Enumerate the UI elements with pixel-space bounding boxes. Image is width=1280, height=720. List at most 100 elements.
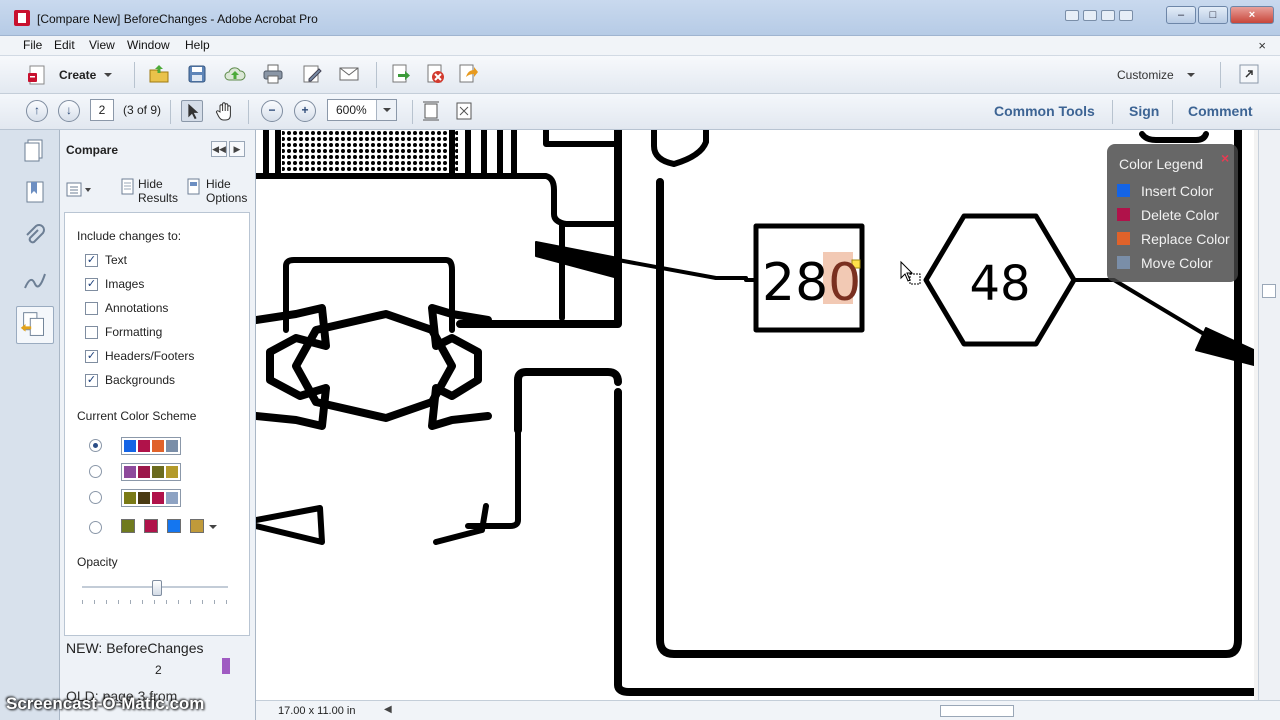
page-count-label: (3 of 9): [123, 103, 162, 117]
mini-icon-3[interactable]: [1101, 10, 1115, 21]
formatting-checkbox[interactable]: [85, 326, 98, 339]
next-page-icon[interactable]: ↓: [58, 100, 80, 122]
hand-tool-icon[interactable]: [214, 100, 236, 122]
upload-cloud-icon[interactable]: [224, 63, 246, 85]
compare-panel-icon[interactable]: [16, 306, 54, 344]
scheme-custom-radio[interactable]: [89, 521, 102, 534]
mini-icon-1[interactable]: [1065, 10, 1079, 21]
color-legend: Color Legend × Insert Color Delete Color…: [1107, 144, 1238, 282]
new-document-label: NEW: BeforeChanges: [66, 640, 204, 656]
common-tools-link[interactable]: Common Tools: [994, 103, 1095, 119]
panel-header: Compare ◀◀ ▶: [60, 130, 256, 166]
signatures-icon[interactable]: [20, 266, 50, 296]
delete-color-swatch: [1117, 208, 1130, 221]
print-icon[interactable]: [262, 63, 284, 85]
zoom-level-field[interactable]: 600%: [327, 99, 397, 121]
menu-help[interactable]: Help: [185, 38, 210, 52]
opacity-slider-thumb[interactable]: [152, 580, 162, 596]
edit-icon[interactable]: [301, 63, 323, 85]
vertical-scrollbar[interactable]: [1258, 130, 1280, 700]
toolbar-separator: [412, 100, 413, 124]
full-screen-icon[interactable]: [453, 100, 475, 122]
images-checkbox[interactable]: ✓: [85, 278, 98, 291]
zoom-in-icon[interactable]: +: [294, 100, 316, 122]
menu-close-icon[interactable]: ×: [1258, 38, 1266, 53]
swatch: [166, 466, 178, 478]
scheme-3-swatches[interactable]: [121, 489, 181, 507]
minimize-button[interactable]: –: [1166, 6, 1196, 24]
custom-delete-swatch[interactable]: [144, 519, 158, 533]
panel-title: Compare: [66, 143, 119, 157]
annotations-checkbox[interactable]: [85, 302, 98, 315]
expand-icon[interactable]: [1238, 63, 1260, 85]
share-icon[interactable]: [456, 63, 478, 85]
old-document-label: OLD: page 3 from: [66, 688, 178, 704]
scheme-3-radio[interactable]: [89, 491, 102, 504]
title-mini-icons: [1065, 10, 1133, 21]
acrobat-app-icon[interactable]: [14, 10, 30, 26]
customize-dropdown-icon[interactable]: [1187, 73, 1195, 77]
email-icon[interactable]: [338, 63, 360, 85]
new-page-number[interactable]: 2: [155, 663, 162, 677]
headers-footers-checkbox[interactable]: ✓: [85, 350, 98, 363]
custom-color-swatches[interactable]: [121, 519, 204, 533]
create-button[interactable]: Create: [59, 68, 97, 82]
delete-pages-icon[interactable]: [424, 63, 446, 85]
page-number-input[interactable]: 2: [90, 99, 114, 121]
vertical-scroll-thumb[interactable]: [1262, 284, 1276, 298]
panel-options-icon[interactable]: ▶: [229, 141, 245, 157]
mini-icon-4[interactable]: [1119, 10, 1133, 21]
delete-color-label: Delete Color: [1141, 207, 1219, 223]
open-folder-icon[interactable]: [148, 63, 170, 85]
fit-page-icon[interactable]: [420, 100, 442, 122]
customize-button[interactable]: Customize: [1117, 68, 1174, 82]
create-pdf-icon[interactable]: [27, 64, 49, 86]
scheme-2-radio[interactable]: [89, 465, 102, 478]
scheme-1-radio[interactable]: [89, 439, 102, 452]
view-options-icon[interactable]: [66, 182, 92, 198]
previous-page-icon[interactable]: ↑: [26, 100, 48, 122]
select-tool-icon[interactable]: [181, 100, 203, 122]
collapse-panel-icon[interactable]: ◀◀: [211, 141, 227, 157]
save-icon[interactable]: [186, 63, 208, 85]
page-thumbnails-icon[interactable]: [20, 136, 50, 166]
legend-close-icon[interactable]: ×: [1221, 150, 1230, 166]
scheme-2-swatches[interactable]: [121, 463, 181, 481]
text-checkbox[interactable]: ✓: [85, 254, 98, 267]
bookmarks-icon[interactable]: [20, 178, 50, 208]
menu-view[interactable]: View: [89, 38, 115, 52]
swatch: [138, 492, 150, 504]
custom-insert-swatch[interactable]: [121, 519, 135, 533]
page-gutter: [1254, 130, 1258, 700]
create-dropdown-icon[interactable]: [104, 73, 112, 77]
hide-options-icon[interactable]: [186, 178, 202, 196]
change-marker: [851, 259, 861, 269]
custom-colors-dropdown-icon[interactable]: [209, 525, 217, 529]
export-icon[interactable]: [389, 63, 411, 85]
maximize-button[interactable]: □: [1198, 6, 1228, 24]
menu-file[interactable]: File: [23, 38, 43, 52]
page-spinner[interactable]: [222, 658, 230, 674]
hide-results-icon[interactable]: [120, 178, 136, 196]
menu-window[interactable]: Window: [127, 38, 170, 52]
scheme-1-swatches[interactable]: [121, 437, 181, 455]
backgrounds-checkbox[interactable]: ✓: [85, 374, 98, 387]
attachments-icon[interactable]: [20, 222, 50, 252]
menu-edit[interactable]: Edit: [54, 38, 75, 52]
close-button[interactable]: ×: [1230, 6, 1274, 24]
scroll-left-icon[interactable]: ◀: [384, 704, 392, 715]
custom-move-swatch[interactable]: [190, 519, 204, 533]
zoom-dropdown-icon[interactable]: [376, 100, 396, 120]
zoom-out-icon[interactable]: −: [261, 100, 283, 122]
comment-link[interactable]: Comment: [1188, 103, 1253, 119]
horizontal-scroll-thumb[interactable]: [940, 705, 1014, 717]
compare-options: Include changes to: ✓ Text ✓ Images Anno…: [64, 212, 250, 636]
page-size-label: 17.00 x 11.00 in: [278, 705, 356, 717]
custom-replace-swatch[interactable]: [167, 519, 181, 533]
sign-link[interactable]: Sign: [1129, 103, 1160, 119]
mini-icon-2[interactable]: [1083, 10, 1097, 21]
document-view[interactable]: 280 48: [256, 130, 1258, 700]
